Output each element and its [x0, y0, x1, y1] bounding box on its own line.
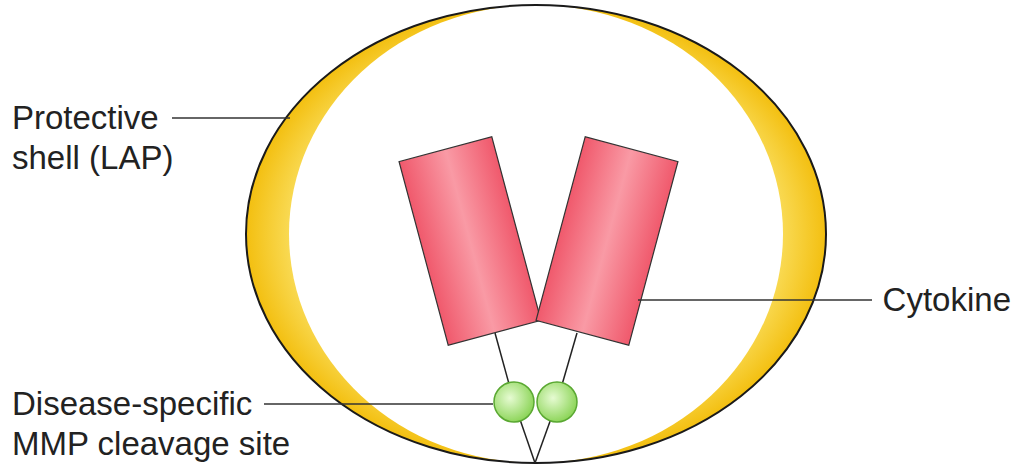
leader-lines	[172, 118, 872, 404]
cytokine-monomer	[536, 137, 678, 345]
callout-label: Disease-specific MMP cleavage site	[12, 384, 312, 464]
shell-interior	[289, 5, 783, 463]
callout-label: Protective shell (LAP)	[12, 98, 187, 178]
cytokine-monomer	[399, 137, 541, 345]
cleavage-site	[494, 382, 534, 422]
linker-lines	[495, 333, 577, 463]
cleavage-site	[537, 382, 577, 422]
shell-fill	[246, 5, 826, 463]
shell-outline	[246, 5, 826, 463]
callout-label: Cytokine	[883, 280, 1011, 320]
